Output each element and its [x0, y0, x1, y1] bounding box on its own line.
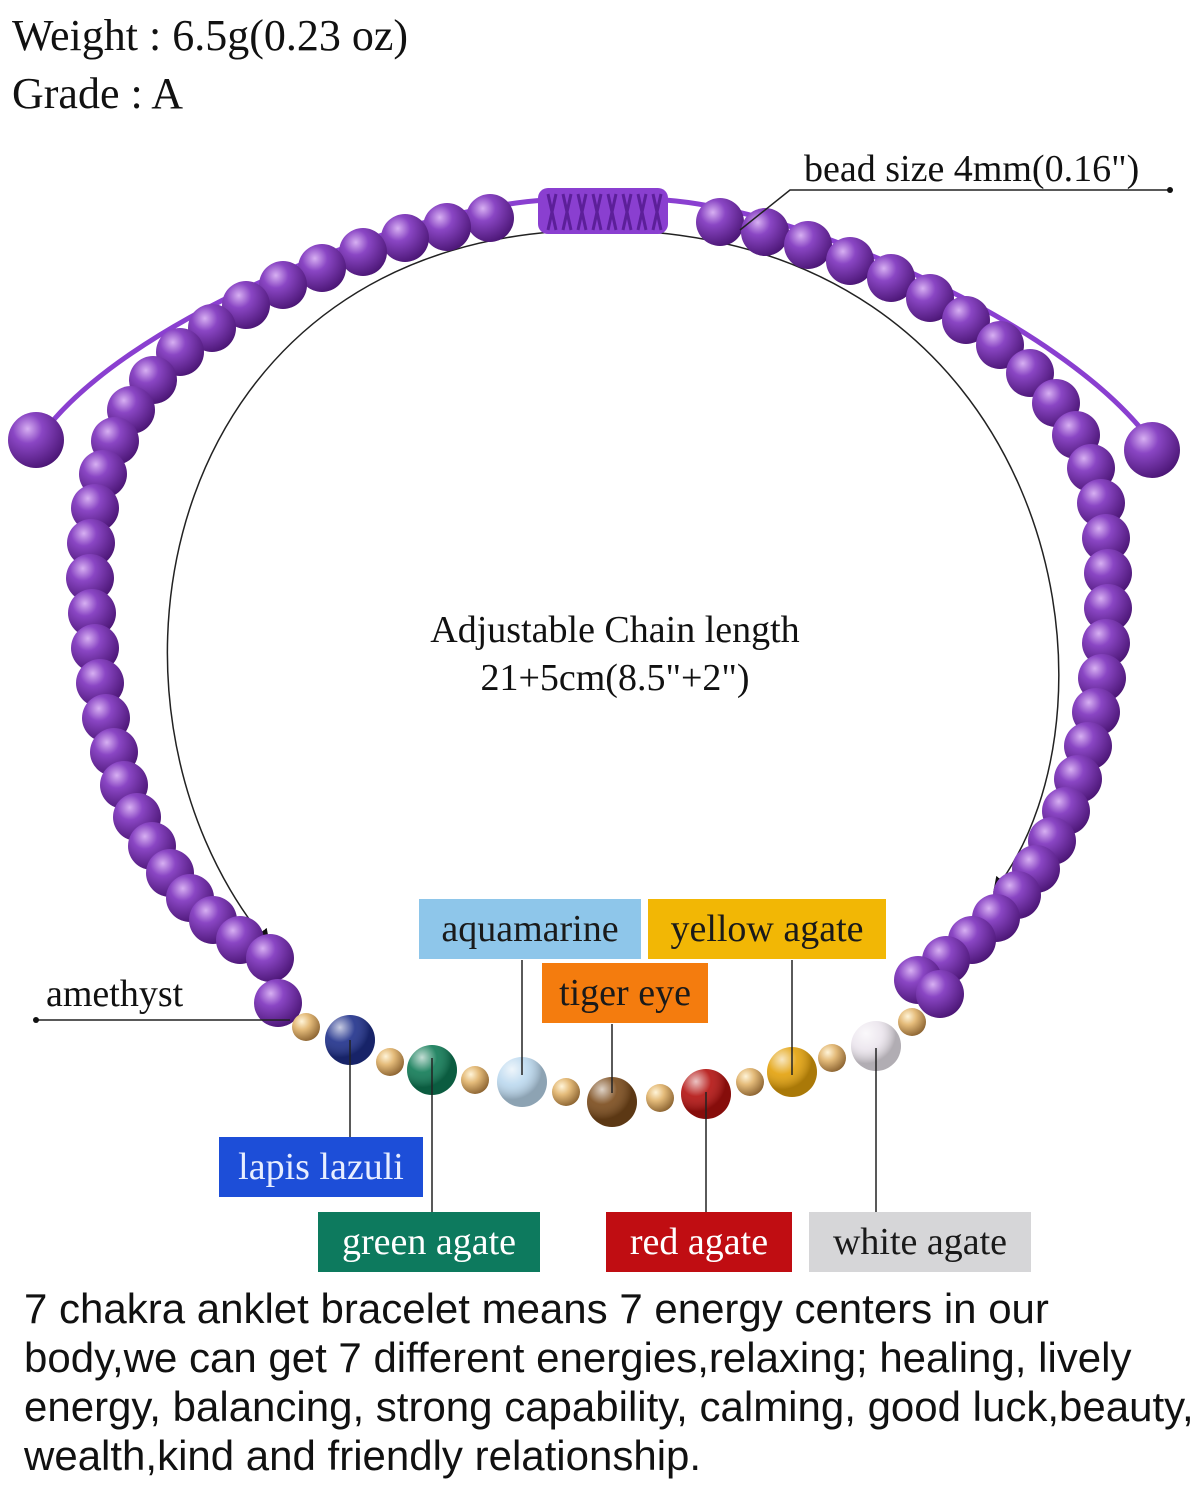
lapis-lazuli-tag: lapis lazuli: [219, 1137, 423, 1197]
amethyst-bead: [741, 208, 789, 256]
amethyst-bead: [1084, 584, 1132, 632]
sliding-knot: [538, 188, 668, 234]
amethyst-bead: [1082, 514, 1130, 562]
amethyst-bead: [246, 934, 294, 982]
leader-lines: [36, 189, 1168, 1212]
green-agate-tag: green agate: [318, 1212, 540, 1272]
bead-size-leader: [739, 189, 1168, 231]
amethyst-bead: [339, 228, 387, 276]
aquamarine-bead-highlight: [497, 1057, 547, 1107]
description-text: 7 chakra anklet bracelet means 7 energy …: [24, 1285, 1194, 1479]
gold-spacer-bead: [898, 1008, 926, 1036]
gold-spacer-bead: [292, 1013, 320, 1041]
amethyst-bead: [466, 194, 514, 242]
chain-length-arc: [166, 229, 1060, 941]
bead-strand: [66, 194, 1132, 1127]
amethyst-bead: [222, 281, 270, 329]
white-agate-tag: white agate: [809, 1212, 1031, 1272]
amethyst-bead: [67, 519, 115, 567]
amethyst-dot: [33, 1017, 39, 1023]
bead-size-dot: [1167, 187, 1173, 193]
amethyst-bead: [1082, 619, 1130, 667]
gold-spacer-bead: [818, 1044, 846, 1072]
amethyst-bead: [784, 221, 832, 269]
amethyst-bead: [1077, 479, 1125, 527]
gold-spacer-bead: [552, 1078, 580, 1106]
amethyst-bead: [66, 554, 114, 602]
amethyst-bead: [381, 214, 429, 262]
tiger-eye-bead-highlight: [587, 1077, 637, 1127]
amethyst-bead: [867, 254, 915, 302]
amethyst-bead: [826, 237, 874, 285]
amethyst-bead: [423, 203, 471, 251]
gold-spacer-bead: [461, 1066, 489, 1094]
amethyst-bead: [976, 321, 1024, 369]
gold-spacer-bead: [376, 1048, 404, 1076]
chain-length-label: Adjustable Chain length 21+5cm(8.5"+2"): [360, 606, 870, 702]
amethyst-bead: [68, 589, 116, 637]
grade-spec: Grade : A: [12, 69, 184, 118]
amethyst-bead: [71, 484, 119, 532]
tiger-eye-tag: tiger eye: [542, 963, 708, 1023]
amethyst-bead: [916, 970, 964, 1018]
chain-length-title: Adjustable Chain length: [430, 609, 800, 651]
weight-spec: Weight : 6.5g(0.23 oz): [12, 11, 409, 60]
amethyst-callout: amethyst: [46, 973, 184, 1015]
amethyst-bead: [254, 979, 302, 1027]
red-agate-tag: red agate: [606, 1212, 792, 1272]
amethyst-bead: [71, 624, 119, 672]
amethyst-bead: [942, 296, 990, 344]
gold-spacer-bead: [646, 1084, 674, 1112]
amethyst-bead: [259, 261, 307, 309]
bead-size-callout: bead size 4mm(0.16"): [804, 148, 1140, 190]
amethyst-bead: [906, 274, 954, 322]
amethyst-bead: [696, 198, 744, 246]
yellow-agate-tag: yellow agate: [648, 899, 886, 959]
amethyst-bead: [298, 244, 346, 292]
right-end-bead: [1124, 422, 1180, 478]
left-end-bead: [8, 412, 64, 468]
chain-length-value: 21+5cm(8.5"+2"): [480, 657, 750, 699]
amethyst-bead: [1084, 549, 1132, 597]
white-agate-bead-highlight: [851, 1021, 901, 1071]
gold-spacer-bead: [736, 1068, 764, 1096]
aquamarine-tag: aquamarine: [419, 899, 641, 959]
